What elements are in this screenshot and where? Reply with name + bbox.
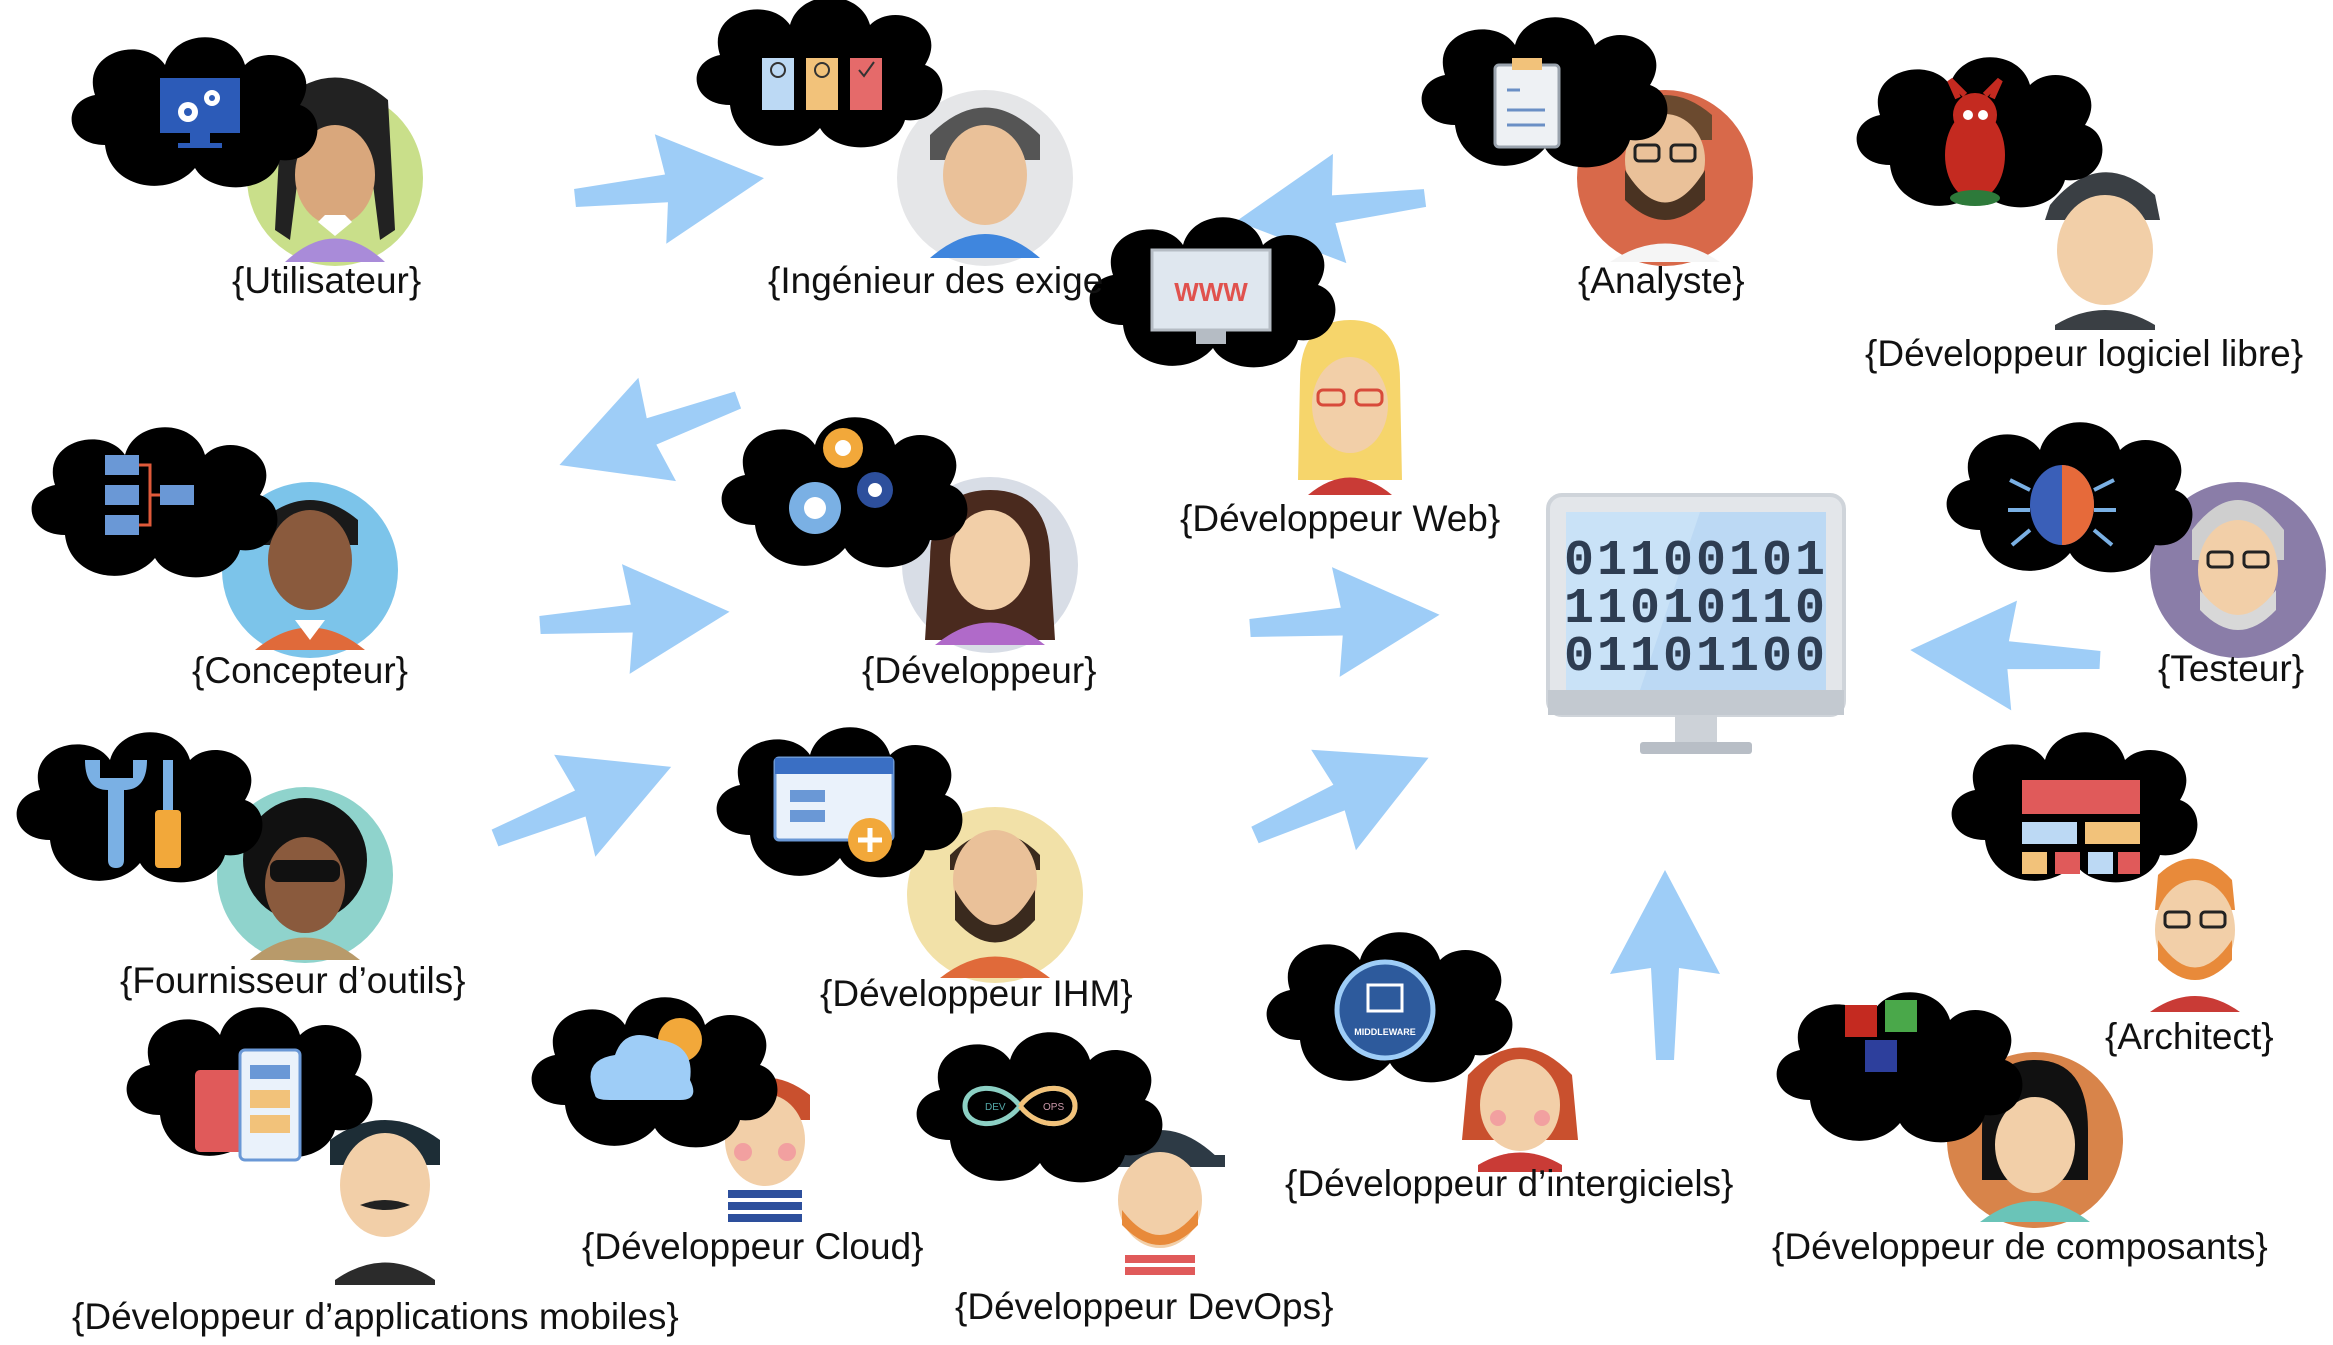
gears-icon [789,428,893,534]
label-ihm: {Développeur IHM} [820,973,1133,1014]
devops-dev-text: DEV [985,1102,1006,1113]
computer-icon: 01100101 11010110 01101100 [1546,493,1846,754]
bsd-daemon-icon [1945,77,2005,206]
label-testeur: {Testeur} [2158,648,2305,689]
label-developpeur: {Développeur} [862,650,1097,691]
persona-testeur [2150,482,2326,658]
requirements-cards-icon [762,58,882,110]
middleware-icon: MIDDLEWARE [1334,959,1436,1061]
label-architect: {Architect} [2105,1016,2274,1057]
persona-ingenieur [897,90,1073,266]
middleware-text: MIDDLEWARE [1354,1027,1416,1037]
label-utilisateur: {Utilisateur} [232,260,422,301]
label-fournisseur: {Fournisseur d’outils} [120,960,466,1001]
persona-ihm [907,807,1083,983]
clipboard-icon [1493,58,1561,149]
label-logiciel-libre: {Développeur logiciel libre} [1865,333,2304,374]
label-cloud: {Développeur Cloud} [582,1226,924,1267]
mobile-devices-icon [195,1048,302,1162]
label-composants: {Développeur de composants} [1772,1226,2268,1267]
persona-mobiles [330,1120,440,1285]
label-concepteur: {Concepteur} [192,650,409,691]
arrow-developpeur-to-computer [1246,559,1444,683]
binary-line-1: 01100101 [1564,533,1828,590]
cloud-sun-icon [590,1018,702,1100]
binary-line-3: 01101100 [1564,629,1828,686]
devops-infinity-icon: DEV OPS [962,1085,1078,1127]
arrow-testeur-to-computer [1907,595,2103,715]
flowchart-icon [105,455,194,535]
label-intergiciels: {Développeur d’intergiciels} [1285,1163,1734,1204]
label-devops: {Développeur DevOps} [955,1286,1334,1327]
label-mobiles: {Développeur d’applications mobiles} [72,1296,679,1337]
label-analyste: {Analyste} [1578,260,1745,301]
persona-intergiciels [1462,1047,1578,1172]
binary-line-2: 11010110 [1564,581,1828,638]
arrow-fournisseur-to-ihm [474,715,692,889]
arrow-intergiciels-to-computer [1610,870,1720,1060]
persona-developpeur-web [1298,320,1402,495]
www-monitor-icon: WWW [1150,248,1272,344]
persona-fournisseur [217,787,393,963]
persona-architect [2150,858,2240,1012]
bug-icon [2008,465,2116,547]
cubes-icon [1845,1000,1917,1072]
arrow-concepteur-to-developpeur [536,556,734,680]
label-web: {Développeur Web} [1180,498,1501,539]
ui-window-icon [773,756,895,862]
arrow-ihm-to-computer [1232,707,1451,886]
tools-icon [85,760,181,868]
arrow-utilisateur-to-ingenieur [569,123,770,253]
settings-monitor-icon [160,78,240,148]
devops-ops-text: OPS [1043,1102,1064,1113]
architecture-diagram-icon [2022,780,2140,874]
label-ingenieur: {Ingénieur des exige [768,260,1104,301]
www-text: WWW [1174,277,1248,307]
persona-logiciel-libre [2045,172,2160,330]
